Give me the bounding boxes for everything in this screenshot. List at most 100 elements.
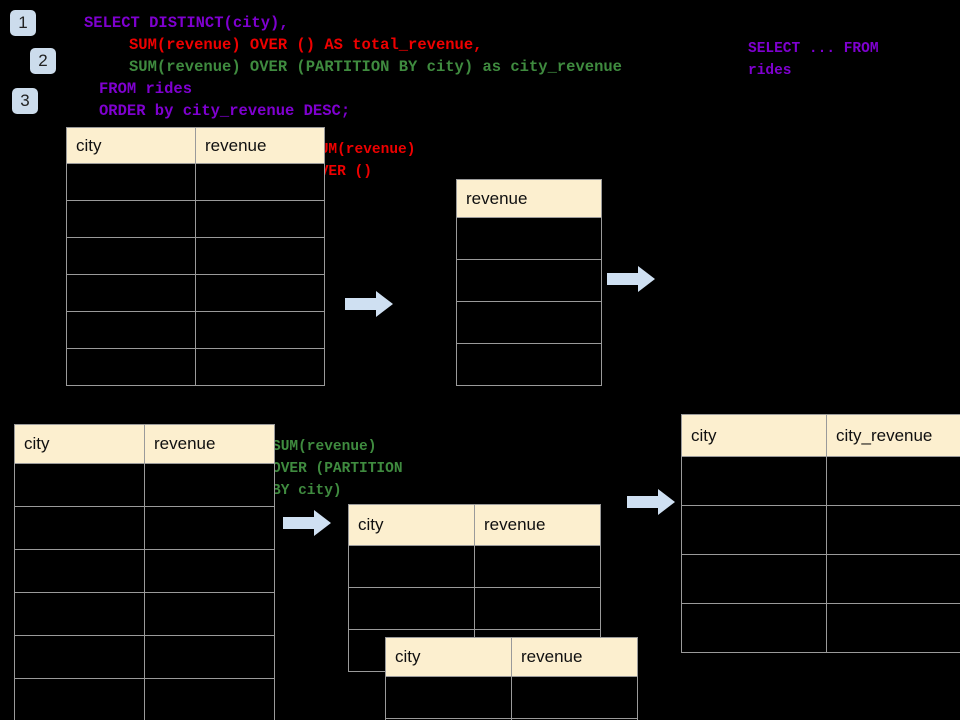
table-cell-city [66, 348, 196, 386]
annotation-sum-over-partition: SUM(revenue) OVER (PARTITION BY city) [272, 439, 403, 499]
table-cell-revenue [456, 217, 602, 260]
table-cell-revenue [474, 545, 601, 588]
column-header-revenue: revenue [195, 127, 325, 164]
table-cell-city_revenue [826, 603, 960, 653]
table-row [681, 603, 960, 653]
table-cell-city [66, 274, 196, 312]
table-cell-revenue [144, 549, 275, 593]
table-row [14, 463, 275, 507]
arrow-right-icon [627, 489, 675, 515]
table-total-revenue: revenue [456, 179, 602, 386]
table-row [66, 348, 325, 386]
table-cell-revenue [195, 348, 325, 386]
table-cell-revenue [144, 635, 275, 679]
table-cell-revenue [511, 718, 638, 720]
column-header-revenue: revenue [511, 637, 638, 677]
column-header-city: city [66, 127, 196, 164]
arrow-rides-to-partition [283, 508, 331, 538]
sql-query-code: SELECT DISTINCT(city), SUM(revenue) OVER … [84, 12, 622, 122]
table-row [14, 506, 275, 550]
step-badge-3: 3 [12, 88, 38, 114]
arrow-right-icon [607, 266, 655, 292]
table-cell-revenue [195, 274, 325, 312]
column-header-city: city [348, 504, 475, 546]
table-row [14, 678, 275, 720]
table-cell-city [14, 549, 145, 593]
table-cell-city [348, 545, 475, 588]
column-header-city_revenue: city_revenue [826, 414, 960, 457]
table-cell-revenue [144, 506, 275, 550]
column-header-revenue: revenue [144, 424, 275, 464]
sql-line-1: SELECT DISTINCT(city), [84, 14, 289, 32]
table-row [66, 311, 325, 349]
table-row [456, 259, 602, 302]
table-cell-city [348, 587, 475, 630]
table-cell-revenue [456, 343, 602, 386]
table-row [14, 592, 275, 636]
table-cell-city [14, 635, 145, 679]
table-cell-revenue [456, 259, 602, 302]
column-header-city: city [385, 637, 512, 677]
column-header-city: city [14, 424, 145, 464]
table-row [14, 549, 275, 593]
table-cell-city [681, 603, 827, 653]
table-row [348, 545, 601, 588]
table-header-row: revenue [456, 179, 602, 218]
table-cell-revenue [195, 200, 325, 238]
table-row [456, 343, 602, 386]
table-row [14, 635, 275, 679]
table-row [66, 237, 325, 275]
table-cell-city [14, 463, 145, 507]
table-cell-city [681, 456, 827, 506]
sql-line-2: SUM(revenue) OVER () AS total_revenue, [129, 36, 483, 54]
arrow-total-to-result [607, 264, 655, 294]
table-cell-revenue [195, 237, 325, 275]
table-cell-city [14, 592, 145, 636]
table-row [456, 217, 602, 260]
table-cell-revenue [144, 463, 275, 507]
table-cell-city_revenue [826, 456, 960, 506]
table-cell-city [14, 506, 145, 550]
table-cell-revenue [474, 587, 601, 630]
table-row [385, 718, 638, 720]
table-row [681, 456, 960, 506]
table-cell-revenue [144, 678, 275, 720]
table-cell-city_revenue [826, 554, 960, 604]
table-cell-revenue [511, 676, 638, 719]
table-cell-city_revenue [826, 505, 960, 555]
table-cell-city [681, 505, 827, 555]
table-row [681, 505, 960, 555]
sql-line-3: SUM(revenue) OVER (PARTITION BY city) as… [129, 58, 622, 76]
arrow-partition-to-result [627, 487, 675, 517]
table-row [66, 274, 325, 312]
sql-line-5: ORDER by city_revenue DESC; [99, 102, 351, 120]
table-row [456, 301, 602, 344]
arrow-right-icon [283, 510, 331, 536]
arrow-rides-to-total [345, 289, 393, 319]
table-cell-city [66, 200, 196, 238]
step-badge-2: 2 [30, 48, 56, 74]
annotation-select-from-rides: SELECT ... FROM rides [748, 41, 879, 79]
table-cell-revenue [195, 163, 325, 201]
table-cell-revenue [195, 311, 325, 349]
table-cell-city [66, 237, 196, 275]
annotation-sum-over-empty: SUM(revenue) OVER () [311, 142, 416, 180]
sql-line-4: FROM rides [99, 80, 193, 98]
column-header-revenue: revenue [456, 179, 602, 218]
table-cell-city [681, 554, 827, 604]
table-cell-city [14, 678, 145, 720]
table-row [385, 676, 638, 719]
table-row [681, 554, 960, 604]
column-header-revenue: revenue [474, 504, 601, 546]
table-cell-revenue [456, 301, 602, 344]
table-cell-city [66, 163, 196, 201]
